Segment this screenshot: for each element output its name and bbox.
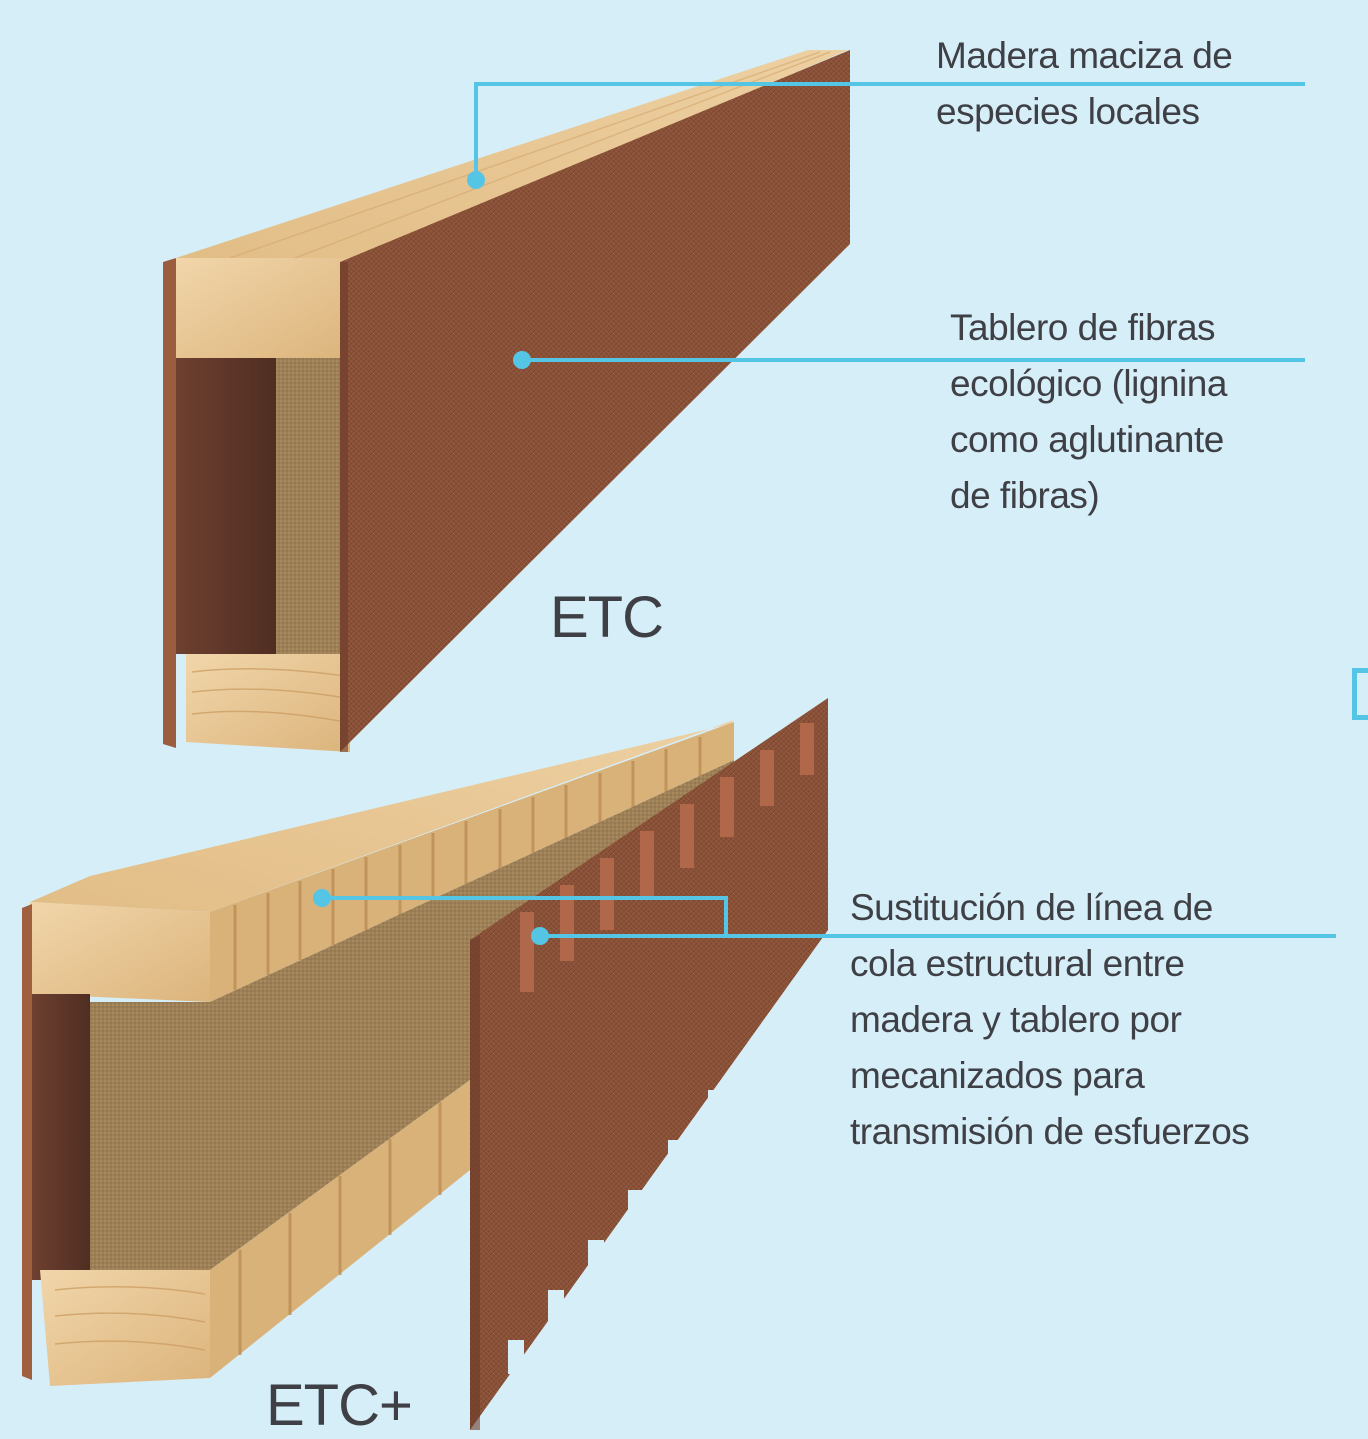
label-solid-wood: Madera maciza de especies locales [936,35,1233,132]
etc-plus-board-teeth [508,723,814,1374]
etc-cavity-side [176,358,276,654]
etc-left-board-edge [163,258,176,748]
etc-beam [163,50,850,752]
etc-plus-bottom-flange [40,1270,210,1386]
etc-side-board [340,50,850,752]
callout-dot-icon [531,927,549,945]
etc-plus-top-flange [30,720,734,912]
etc-plus-exploded-board [470,698,828,1430]
callout-solid-wood [474,82,1305,180]
etc-top-flange [176,50,848,264]
callout-dot-icon [513,351,531,369]
etc-end-bottom-flange [186,654,350,752]
callout-mechanized [322,896,1336,938]
callout-dot-icon [467,171,485,189]
callout-dot-icon [313,889,331,907]
etc-cavity-core [276,358,350,654]
etc-end-top-flange [176,258,350,358]
etc-plus-beam [22,698,828,1430]
label-mechanized-joint: Sustitución de línea de cola estructural… [850,887,1250,1152]
tag-etc-plus: ETC+ [266,1373,413,1438]
etc-plus-top-notches [233,737,702,990]
label-fiber-board: Tablero de fibras ecológico (lignina com… [950,307,1227,516]
edge-bracket [1352,668,1368,720]
etc-plus-left-board [22,904,32,1380]
tag-etc: ETC [550,585,664,650]
